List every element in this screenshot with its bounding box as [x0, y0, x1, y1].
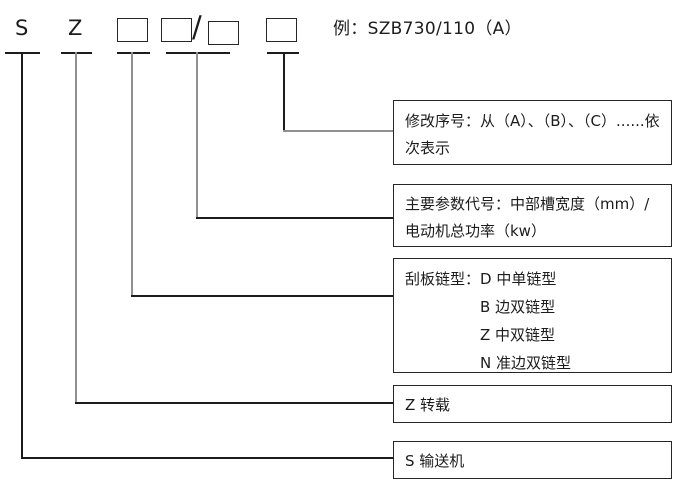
connector-to-conveyor-note	[21, 457, 394, 459]
connector-to-chain-note	[131, 295, 394, 297]
connector-to-params-note	[196, 217, 394, 219]
code-letter-z: Z	[68, 16, 83, 40]
code-letter-s: S	[15, 16, 29, 40]
revision-note-line-1: 修改序号：从（A）、（B）、（C）......依	[405, 112, 660, 130]
code-placeholder-box-4	[266, 18, 297, 42]
revision-note-line-2: 次表示	[405, 139, 451, 157]
chain-type-list: D 中单链型 B 边双链型 Z 中双链型 N 准边双链型	[480, 265, 571, 377]
main-parameters-note: 主要参数代号：中部槽宽度（mm）/ 电动机总功率（kw）	[393, 184, 672, 247]
connector-to-transfer-note	[75, 402, 394, 404]
code-placeholder-box-3	[208, 21, 239, 45]
stem-line-z	[75, 52, 77, 404]
stem-line-box-1	[131, 52, 133, 297]
chain-type-label: 刮板链型：	[405, 270, 481, 288]
code-slash-separator: /	[192, 10, 202, 44]
scraper-chain-type-note: 刮板链型： D 中单链型 B 边双链型 Z 中双链型 N 准边双链型	[393, 258, 672, 373]
transfer-note-label: Z 转载	[405, 395, 451, 414]
conveyor-note: S 输送机	[393, 441, 672, 479]
tbar-under-box-1	[117, 52, 150, 54]
connector-to-revision-note	[283, 130, 395, 132]
chain-type-item-z: Z 中双链型	[480, 326, 556, 344]
stem-line-boxes-2-3	[196, 52, 198, 219]
code-placeholder-box-2	[161, 18, 192, 42]
chain-type-item-d: D 中单链型	[480, 270, 557, 288]
example-model-number: 例：SZB730/110（A）	[333, 19, 522, 39]
revision-serial-note: 修改序号：从（A）、（B）、（C）......依 次表示	[393, 100, 672, 165]
code-placeholder-box-1	[117, 18, 148, 42]
stem-line-s	[21, 52, 23, 459]
chain-type-item-n: N 准边双链型	[480, 354, 572, 372]
conveyor-note-label: S 输送机	[405, 451, 465, 470]
tbar-under-boxes-2-3	[166, 52, 230, 54]
chain-type-item-b: B 边双链型	[480, 298, 556, 316]
transfer-note: Z 转载	[393, 385, 672, 423]
stem-line-box-4	[283, 52, 285, 132]
params-note-line-2: 电动机总功率（kw）	[405, 222, 546, 240]
params-note-line-1: 主要参数代号：中部槽宽度（mm）/	[405, 195, 650, 213]
